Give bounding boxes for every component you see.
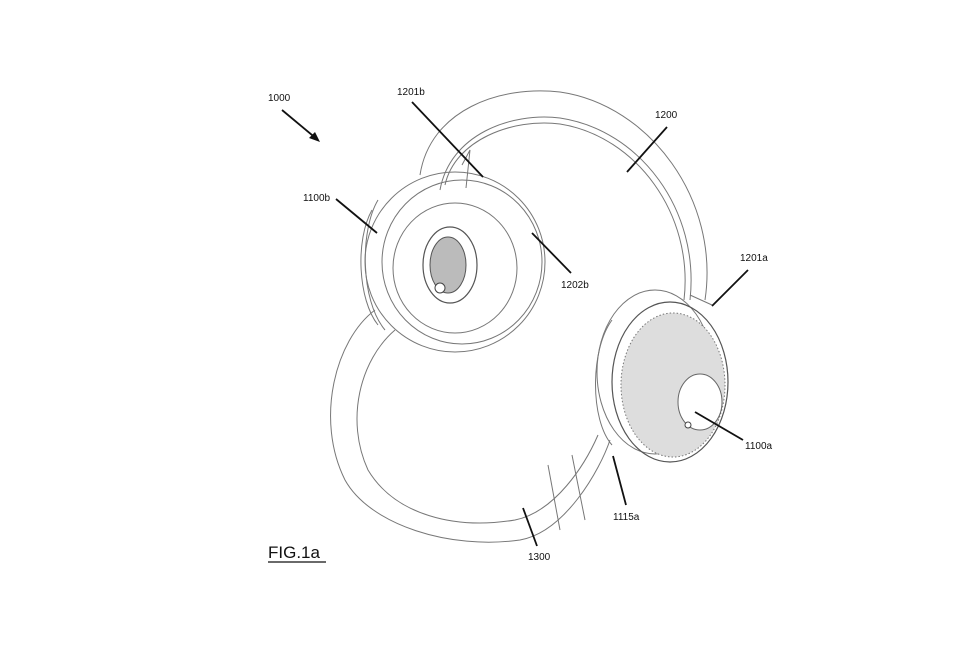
label-1115a: 1115a [613, 512, 640, 523]
leader-1300 [522, 507, 538, 547]
label-1202b: 1202b [561, 280, 589, 291]
headband [419, 90, 708, 301]
leader-1100b [335, 198, 378, 234]
label-1300: 1300 [528, 552, 551, 563]
label-1100a: 1100a [745, 441, 773, 452]
label-1100b: 1100b [303, 193, 331, 204]
earcup-a [595, 289, 729, 463]
leader-1115a [612, 455, 627, 506]
earcup-b [360, 171, 546, 353]
leader-1201a [711, 269, 749, 307]
leader-1100a [694, 411, 744, 441]
leader-1200 [626, 126, 668, 173]
lower-band [330, 309, 611, 543]
headphones-drawing [330, 90, 729, 543]
label-1200: 1200 [655, 110, 678, 121]
label-1201a: 1201a [740, 253, 768, 264]
label-1000: 1000 [268, 93, 291, 104]
leader-1202b [531, 232, 572, 274]
label-1201b: 1201b [397, 87, 425, 98]
figure-title: FIG.1a [268, 543, 321, 562]
leader-1201b [411, 101, 484, 178]
